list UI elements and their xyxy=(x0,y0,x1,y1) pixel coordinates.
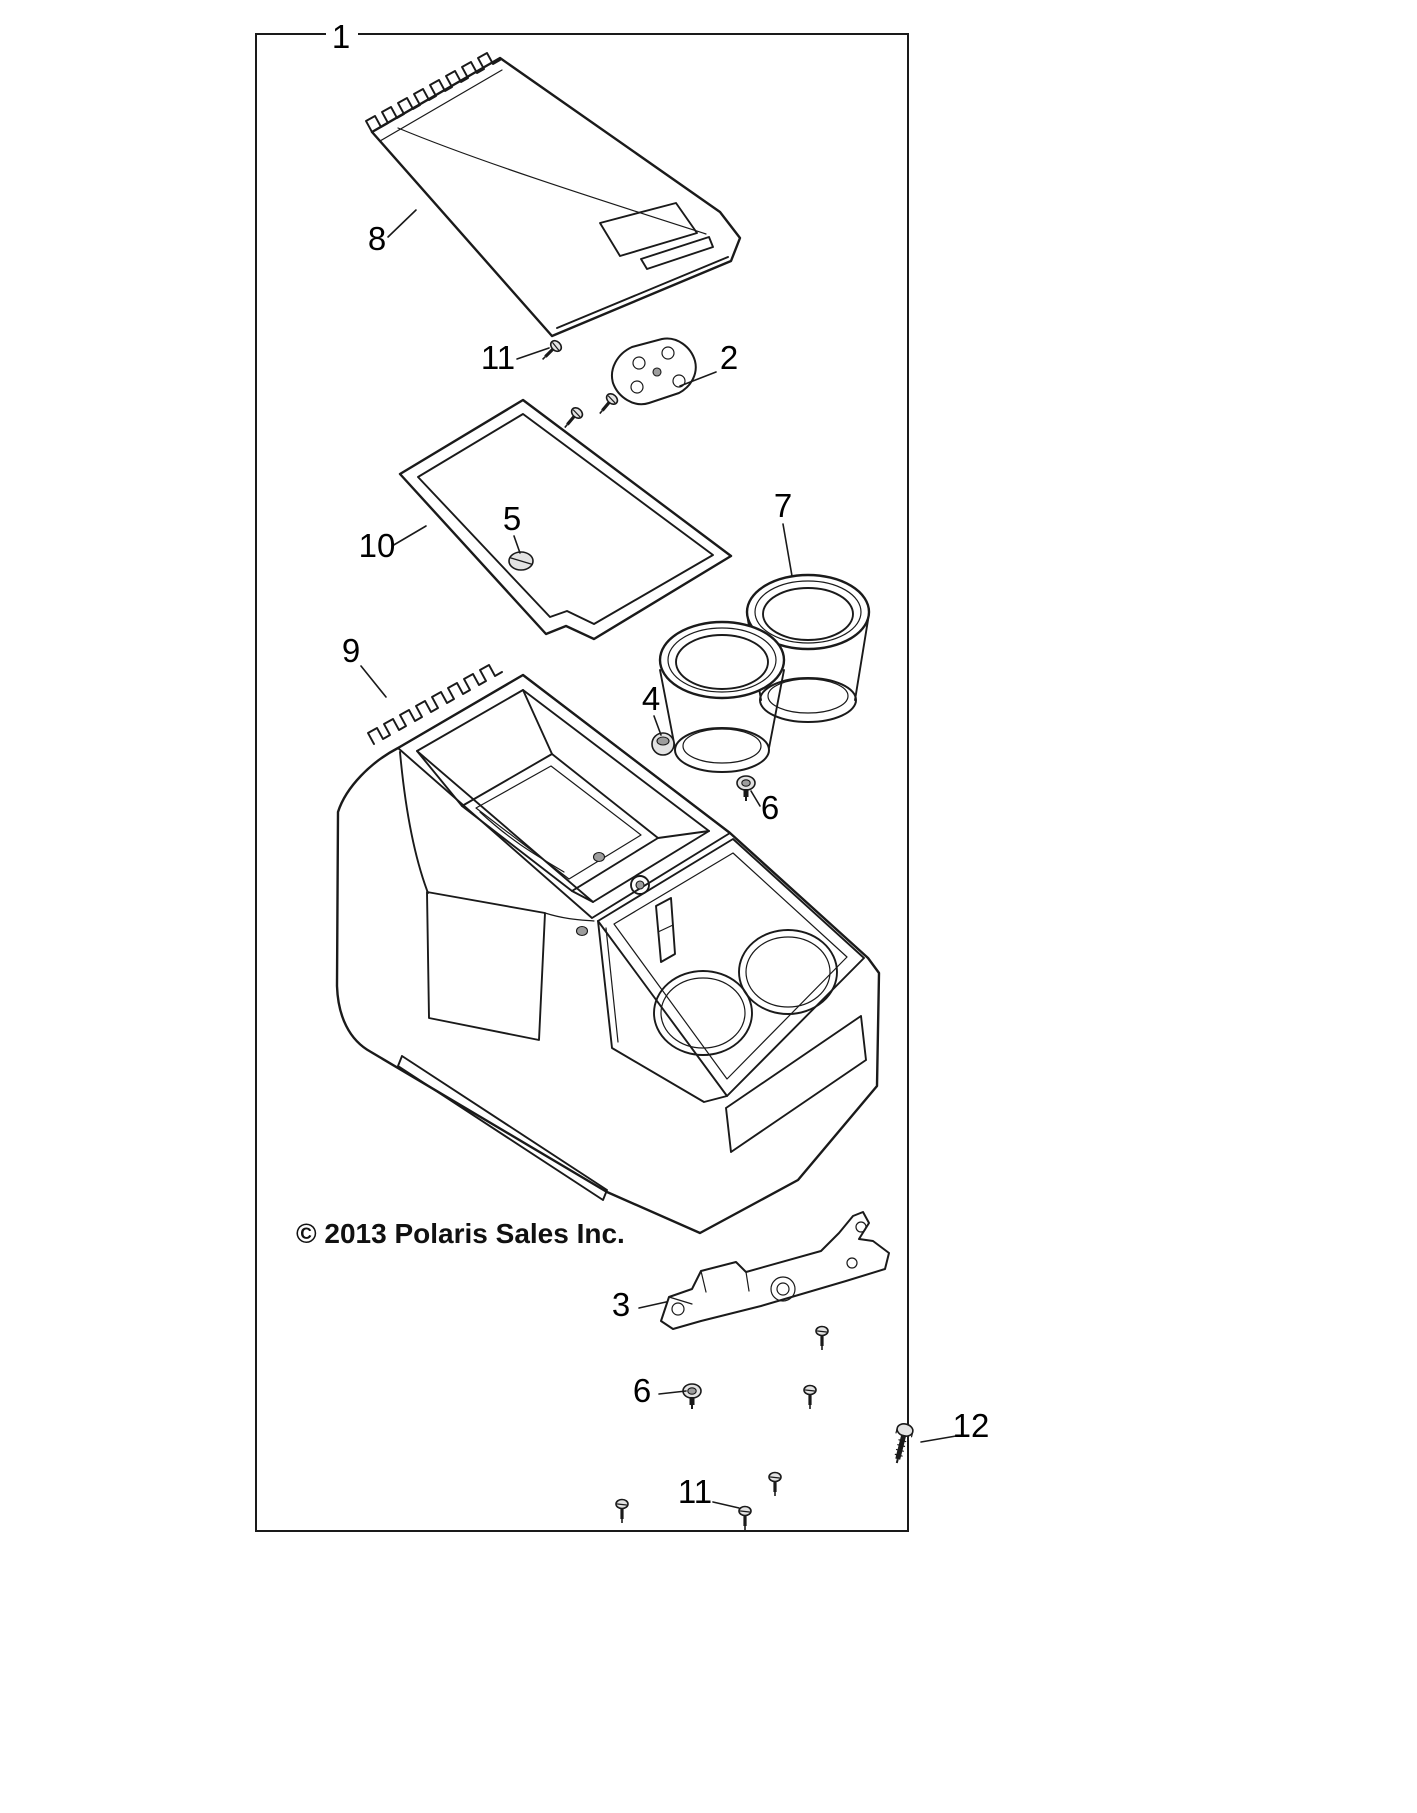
screw-icon xyxy=(614,1497,630,1525)
callout-6-upper: 6 xyxy=(761,789,779,826)
screw-icon xyxy=(737,1504,753,1532)
screw-icon xyxy=(737,776,755,801)
part-screw-6-upper xyxy=(737,776,755,801)
callout-2: 2 xyxy=(720,339,738,376)
part-screw-6-lower xyxy=(683,1384,701,1409)
callout-11-bottom: 11 xyxy=(678,1473,712,1510)
part-hinge-bracket xyxy=(611,337,697,406)
part-console-lid xyxy=(365,52,742,338)
callout-4: 4 xyxy=(642,680,660,717)
screws-11-top xyxy=(536,336,622,434)
leader-lines xyxy=(360,209,957,1509)
bolt-icon xyxy=(889,1422,914,1465)
callout-8: 8 xyxy=(368,220,386,257)
part-plug-4 xyxy=(651,732,675,756)
screw-icon xyxy=(683,1384,701,1409)
callout-6-lower: 6 xyxy=(633,1372,651,1409)
part-plug-5 xyxy=(508,551,534,571)
screw-icon xyxy=(802,1383,818,1411)
screw-icon xyxy=(814,1324,830,1352)
assembly-border-box xyxy=(255,33,909,1532)
callout-3: 3 xyxy=(612,1286,630,1323)
callout-10: 10 xyxy=(359,527,396,564)
callout-1-backing xyxy=(326,22,358,52)
screw-icon xyxy=(593,390,622,420)
callout-1: 1 xyxy=(332,18,350,55)
callout-7: 7 xyxy=(774,487,792,524)
screw-icon xyxy=(558,404,587,434)
part-cup-holder-inserts xyxy=(658,573,871,773)
callout-11-top: 11 xyxy=(481,339,515,376)
callout-12: 12 xyxy=(953,1407,990,1444)
copyright-text: © 2013 Polaris Sales Inc. xyxy=(296,1218,625,1249)
part-mounting-bracket xyxy=(660,1211,890,1330)
part-bolt-12 xyxy=(889,1422,914,1465)
callout-5: 5 xyxy=(503,500,521,537)
part-gasket xyxy=(398,398,733,641)
screws-misc-bottom xyxy=(802,1324,830,1411)
callout-9: 9 xyxy=(342,632,360,669)
part-console-body xyxy=(335,664,881,1235)
screw-icon xyxy=(767,1470,783,1498)
